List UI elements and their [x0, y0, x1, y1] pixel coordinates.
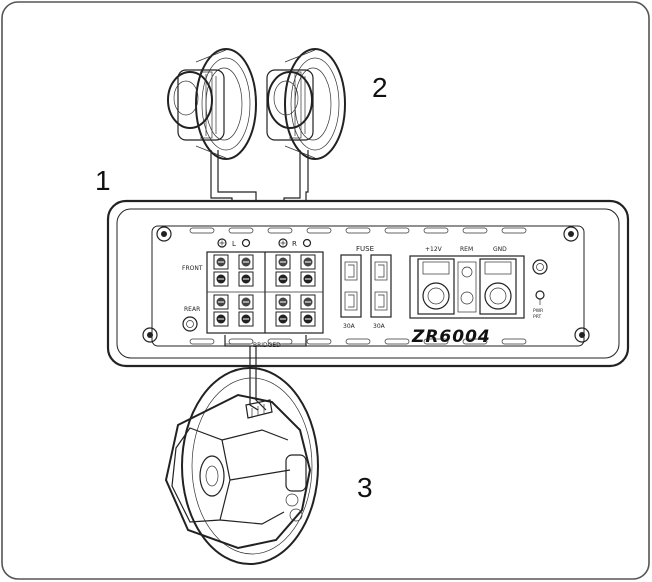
plus-marker-right [278, 238, 288, 248]
channel-right-label: R [292, 240, 297, 248]
speaker-terminal [238, 311, 254, 327]
plus12v-label: +12V [425, 246, 443, 253]
rear-knob [182, 316, 198, 332]
minus-marker-left [241, 238, 251, 248]
speaker-left [167, 48, 257, 160]
subwoofer-wires [249, 346, 267, 411]
rem-label: REM [460, 246, 473, 253]
model-logo: ZR6004 [411, 327, 491, 347]
pwr-label: PWR [533, 308, 543, 314]
prt-label: PRT [533, 314, 542, 320]
rear-label: REAR [184, 306, 200, 313]
fuse-rating-1: 30A [343, 323, 356, 330]
callout-1: 1 [95, 165, 111, 196]
speaker-terminal [275, 254, 291, 270]
callout-2: 2 [372, 72, 388, 103]
plus-marker-left [217, 238, 227, 248]
power-terminals: +12V REM GND [409, 246, 525, 319]
indicator-knob [532, 259, 548, 275]
speaker-terminal [213, 311, 229, 327]
front-label: FRONT [182, 265, 203, 272]
fuse-label: FUSE [356, 245, 374, 253]
speaker-terminal [238, 271, 254, 287]
speaker-terminal [300, 294, 316, 310]
speaker-terminal [300, 271, 316, 287]
amplifier: L R FRONT REAR BRIDGED FUSE [106, 199, 630, 368]
fuse-section: FUSE 30A 30A [340, 245, 392, 330]
speaker-terminal [275, 311, 291, 327]
speaker-terminal [238, 254, 254, 270]
gnd-label: GND [493, 246, 507, 253]
corner-screws [142, 226, 590, 343]
subwoofer [164, 367, 319, 565]
speaker-terminal [275, 271, 291, 287]
speaker-right [266, 48, 346, 160]
callout-3: 3 [357, 472, 373, 503]
speaker-terminal [300, 254, 316, 270]
speaker-terminal [213, 294, 229, 310]
bridged-label: BRIDGED [253, 342, 281, 349]
minus-marker-right [302, 238, 312, 248]
channel-left-label: L [232, 240, 236, 248]
bridged-bracket: BRIDGED [224, 335, 307, 349]
speaker-terminal [275, 294, 291, 310]
speaker-terminal [213, 271, 229, 287]
speaker-terminal-block [206, 251, 324, 334]
speaker-terminal [238, 294, 254, 310]
speaker-terminal [300, 311, 316, 327]
speaker-terminal [213, 254, 229, 270]
fuse-rating-2: 30A [373, 323, 386, 330]
